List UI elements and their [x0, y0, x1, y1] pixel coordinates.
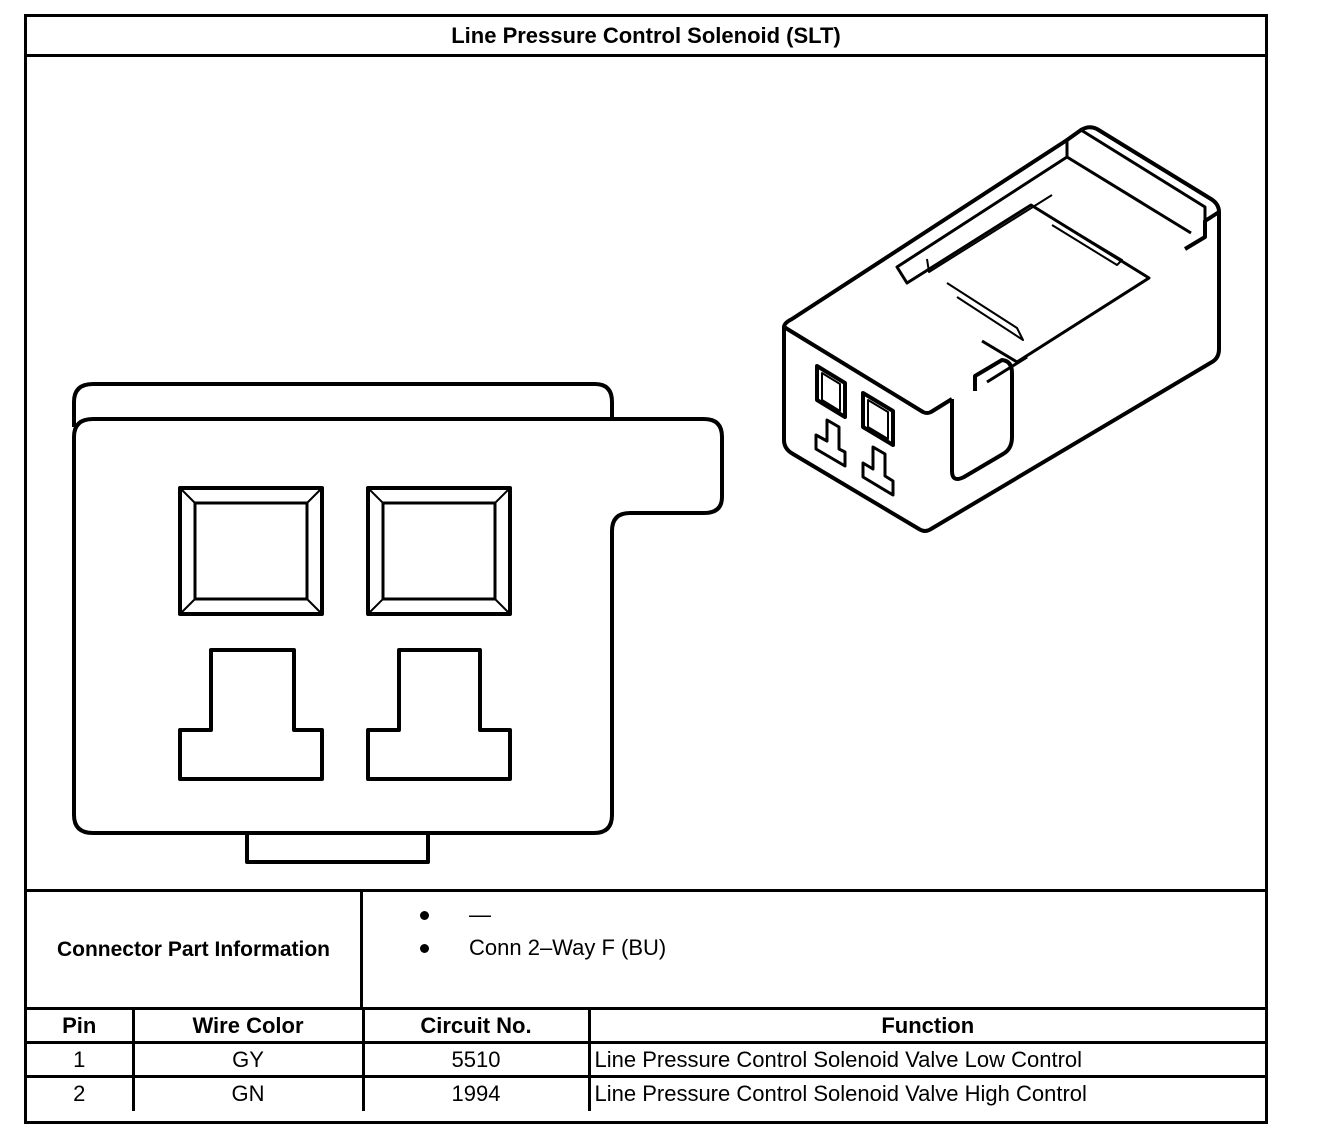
cell-pin: 2 — [27, 1075, 135, 1111]
connector-info-item: Conn 2–Way F (BU) — [363, 931, 666, 964]
cell-function: Line Pressure Control Solenoid Valve Low… — [587, 1041, 1265, 1078]
terminal-1-slot — [178, 648, 324, 781]
connector-sheet: Line Pressure Control Solenoid (SLT) — [24, 14, 1268, 1124]
connector-isometric-view — [782, 125, 1221, 533]
header-pin: Pin — [27, 1007, 135, 1044]
connector-part-information: Connector Part Information — Conn 2–Way … — [27, 889, 1265, 1007]
bullet-icon — [420, 944, 429, 953]
connector-drawing-area — [27, 57, 1265, 889]
bullet-icon — [420, 911, 429, 920]
cell-wire-color: GN — [131, 1075, 365, 1111]
cell-pin: 1 — [27, 1041, 135, 1078]
terminal-2-slot — [366, 648, 512, 781]
connector-info-item: — — [363, 898, 666, 931]
table-header-row: Pin Wire Color Circuit No. Function — [27, 1007, 1265, 1044]
header-wire-color: Wire Color — [131, 1007, 365, 1044]
cell-circuit-no: 1994 — [361, 1075, 591, 1111]
iso-cavity-2 — [861, 391, 895, 497]
cavity-2-window — [366, 486, 512, 616]
table-row: 1 GY 5510 Line Pressure Control Solenoid… — [27, 1041, 1265, 1078]
connector-info-label: Connector Part Information — [27, 892, 363, 1007]
header-circuit-no: Circuit No. — [361, 1007, 591, 1044]
connector-illustrations — [72, 125, 1221, 864]
cavity-1-window — [178, 486, 324, 616]
table-row: 2 GN 1994 Line Pressure Control Solenoid… — [27, 1075, 1265, 1111]
header-function: Function — [587, 1007, 1265, 1044]
pin-table: Pin Wire Color Circuit No. Function 1 GY… — [27, 1007, 1265, 1111]
cell-wire-color: GY — [131, 1041, 365, 1078]
connector-face-view — [72, 382, 724, 864]
cell-circuit-no: 5510 — [361, 1041, 591, 1078]
cell-function: Line Pressure Control Solenoid Valve Hig… — [587, 1075, 1265, 1111]
iso-cavity-1 — [814, 364, 847, 468]
page-title: Line Pressure Control Solenoid (SLT) — [27, 17, 1265, 57]
connector-info-list: — Conn 2–Way F (BU) — [363, 898, 666, 964]
